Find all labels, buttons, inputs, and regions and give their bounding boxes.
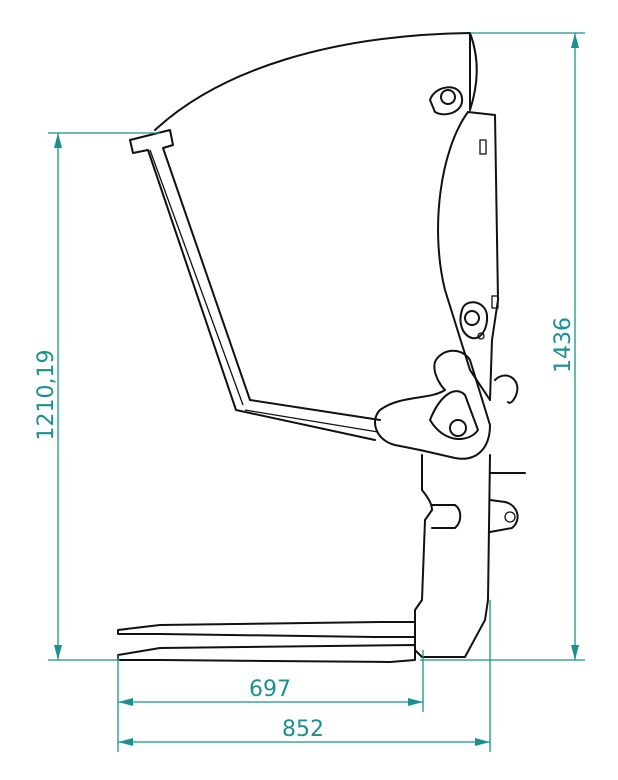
total-height-label: 1436: [551, 317, 576, 373]
total-length-label: 852: [282, 717, 324, 742]
bucket-fork-outline: [117, 32, 526, 663]
dimension-lines: [48, 32, 585, 752]
fork-height-label: 1210,19: [34, 350, 59, 441]
fork-length-label: 697: [249, 677, 291, 702]
